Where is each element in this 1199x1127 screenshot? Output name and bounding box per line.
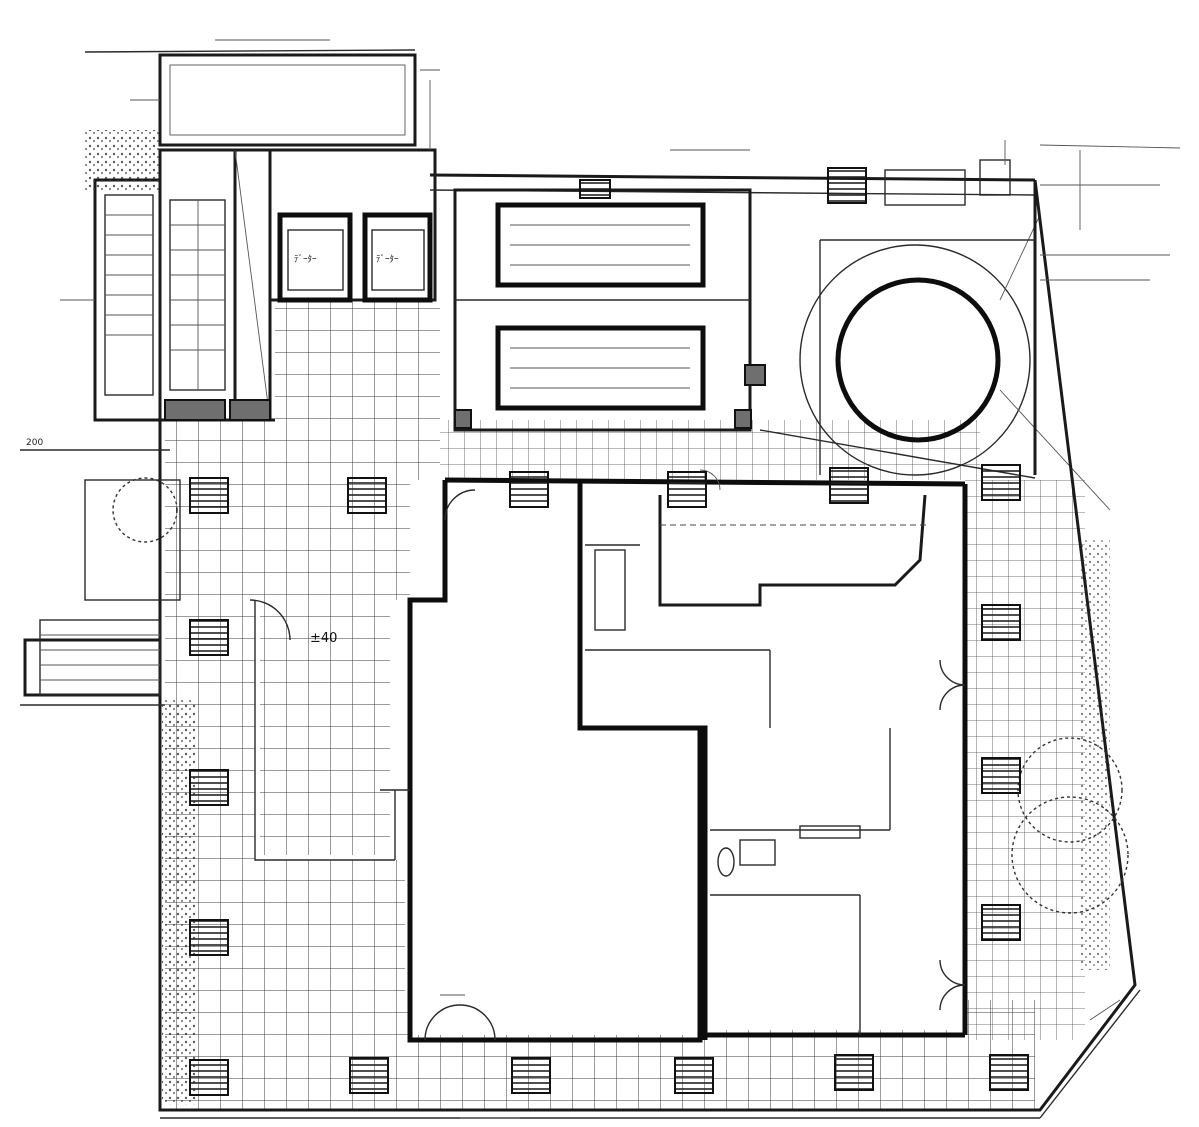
annotation-marks	[130, 39, 1121, 1119]
lobby-level-label: ±40	[310, 631, 337, 646]
room-fills	[255, 480, 965, 1035]
elevator-2-label: ﾃﾞｰﾀｰ	[376, 254, 399, 265]
elevator-1-label: ﾃﾞｰﾀｰ	[294, 254, 317, 265]
left-level-label: 200	[26, 438, 43, 448]
site-boundary: 200 ±40	[20, 130, 1181, 1119]
columns	[164, 167, 1029, 1096]
equipment-area	[429, 159, 1111, 511]
